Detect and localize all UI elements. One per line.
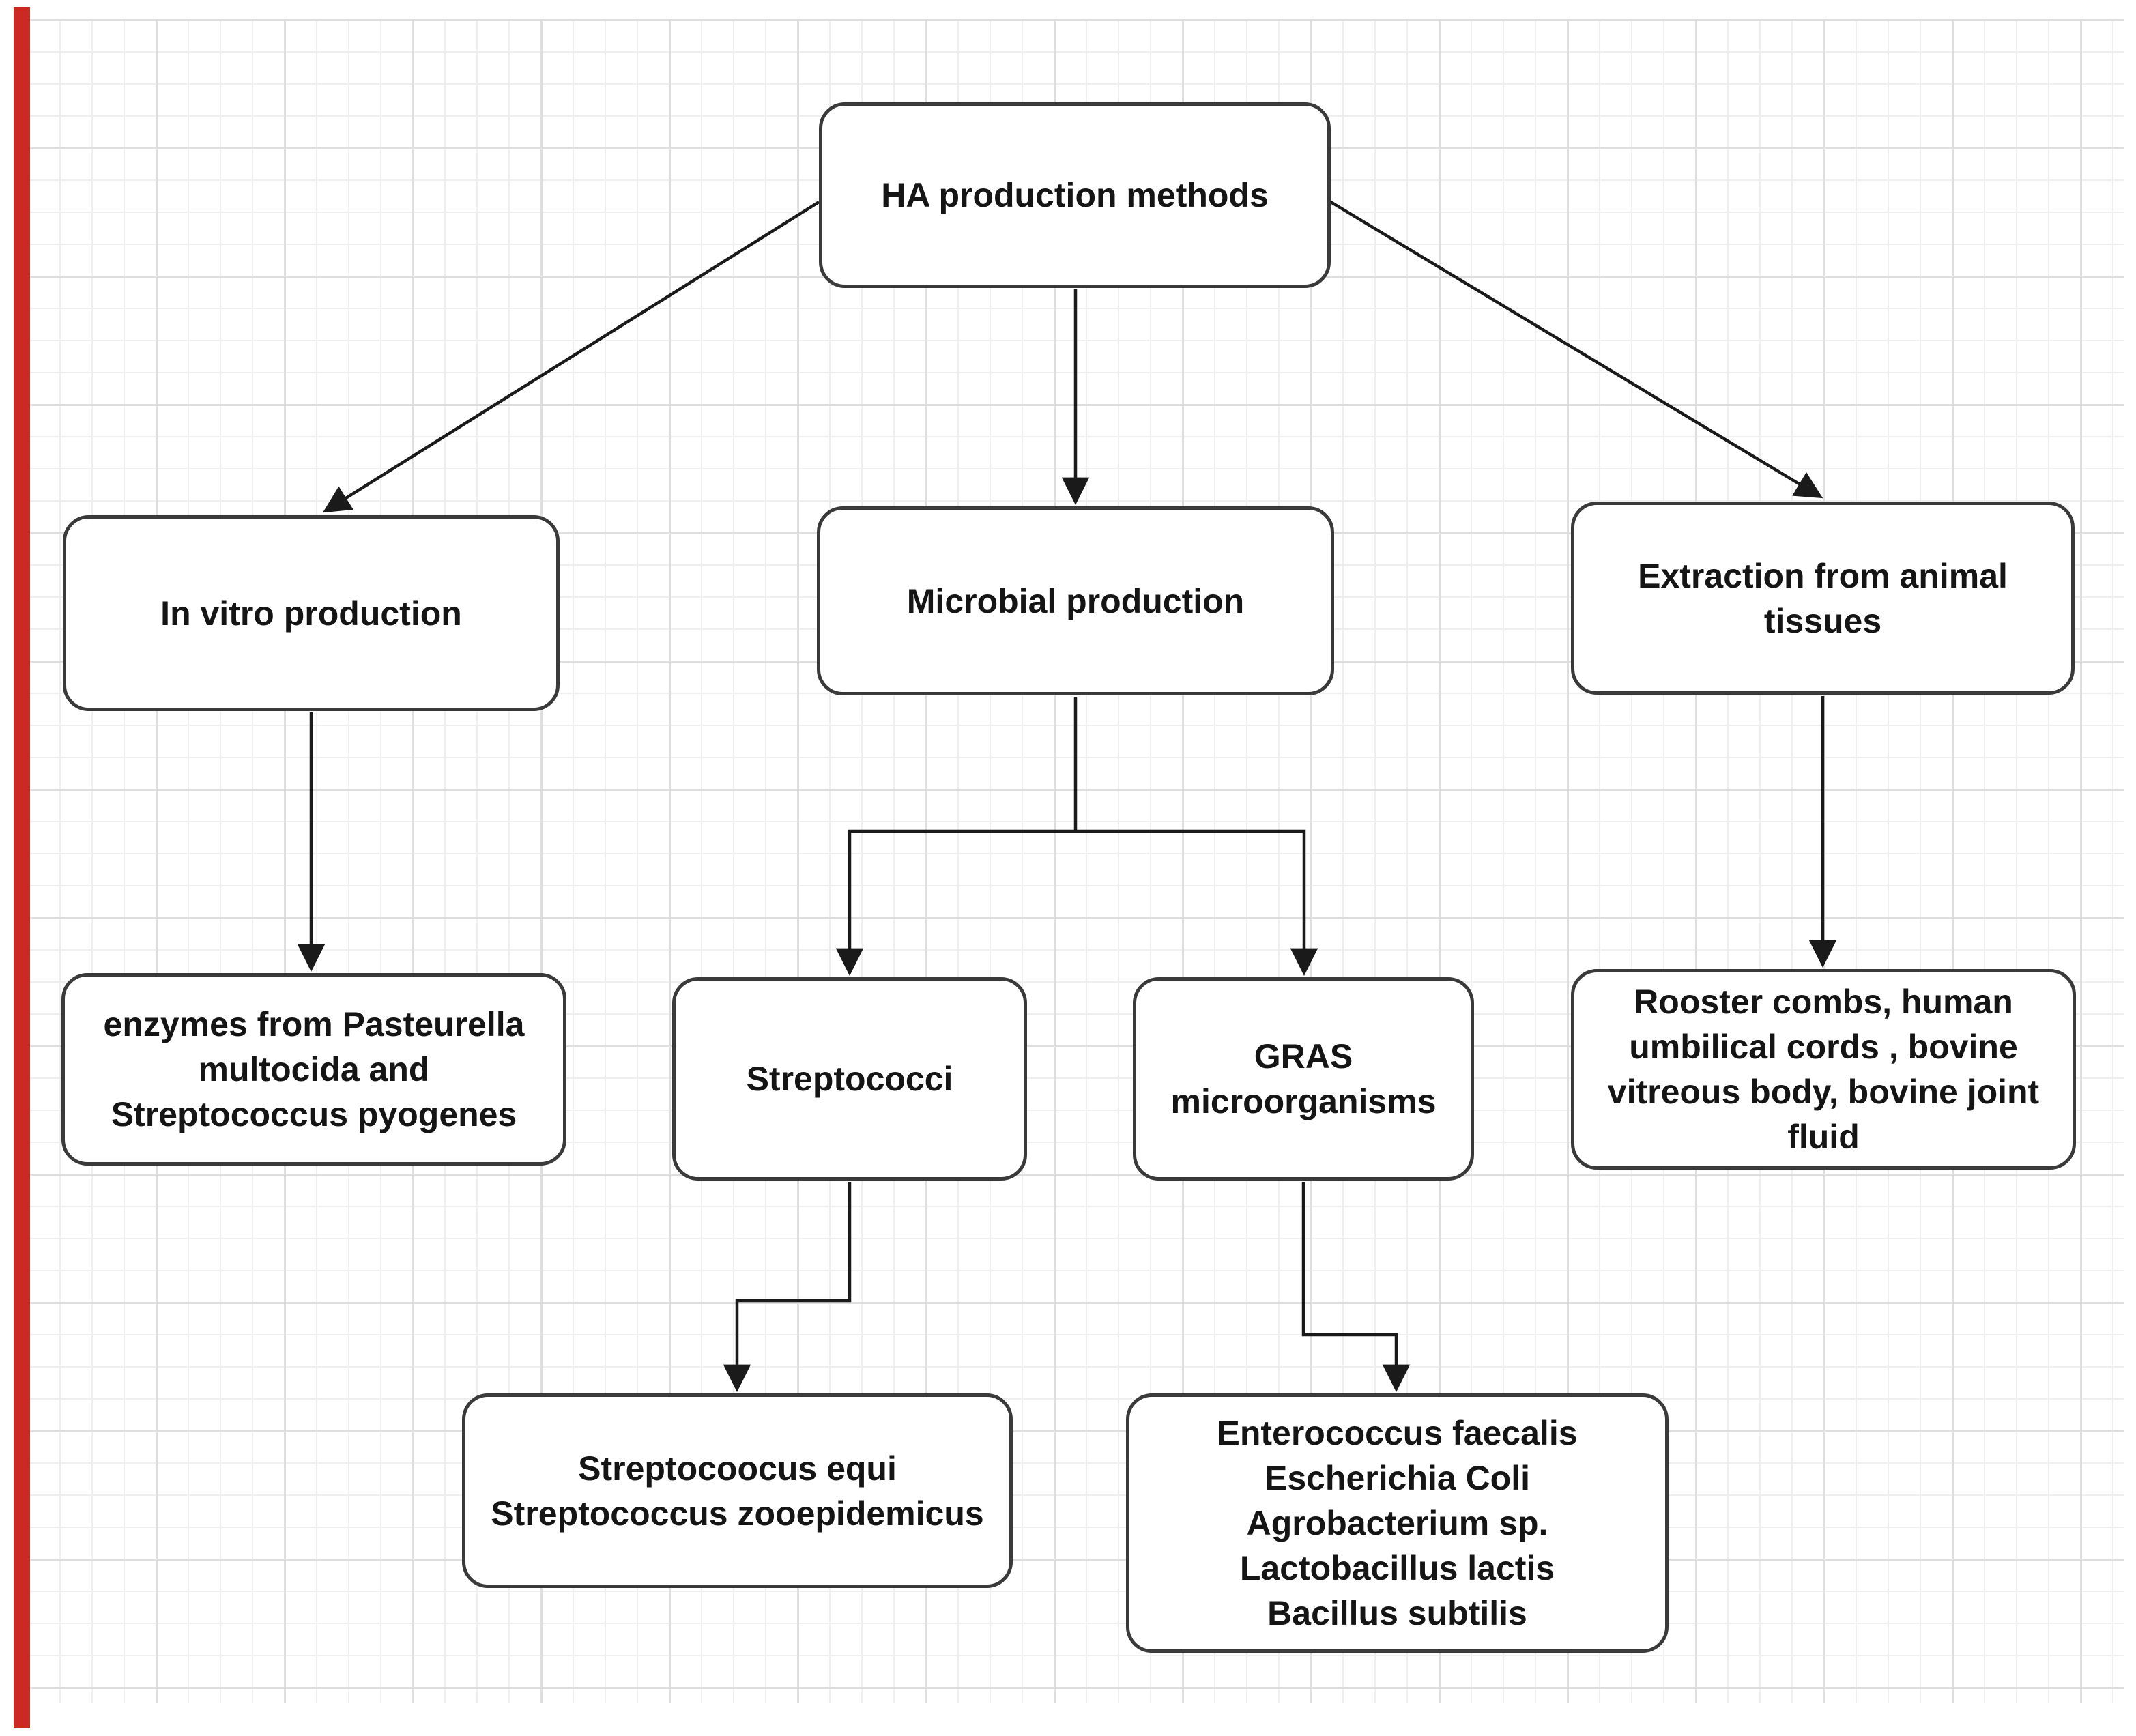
edge-microbial-streptococci: [835, 829, 1076, 976]
node-ha-production-methods: HA production methods: [819, 102, 1331, 288]
node-label: Microbial production: [906, 581, 1245, 620]
node-rooster-combs-sources: Rooster combs, human umbilical cords , b…: [1571, 969, 2076, 1170]
node-label: Rooster combs, human umbilical cords , b…: [1607, 983, 2040, 1156]
node-gras-microorganisms: GRAS microorganisms: [1133, 977, 1474, 1181]
node-label: Streptococci: [746, 1060, 953, 1098]
red-margin-strip: [14, 7, 30, 1728]
node-label: enzymes from Pasteurella multocida and S…: [103, 1005, 525, 1133]
node-label: Extraction from animal tissues: [1638, 556, 2008, 640]
node-label: HA production methods: [881, 176, 1269, 214]
node-label: In vitro production: [160, 594, 462, 633]
node-label: GRAS microorganisms: [1170, 1037, 1437, 1120]
edge-streptococci-species: [723, 1182, 852, 1393]
edge-microbial-gras: [1076, 829, 1318, 976]
node-extraction-from-animal-tissues: Extraction from animal tissues: [1571, 502, 2075, 695]
node-microbial-production: Microbial production: [817, 506, 1334, 695]
node-streptococcus-species: Streptocoocus equi Streptococcus zooepid…: [462, 1393, 1013, 1588]
node-label: Enterococcus faecalis Escherichia Coli A…: [1217, 1414, 1578, 1632]
edge-gras-list: [1301, 1182, 1411, 1393]
edge-root-invitro: [322, 201, 820, 513]
node-streptococci: Streptococci: [672, 977, 1027, 1181]
node-gras-species-list: Enterococcus faecalis Escherichia Coli A…: [1126, 1393, 1669, 1653]
node-label: Streptocoocus equi Streptococcus zooepid…: [491, 1449, 984, 1533]
node-in-vitro-production: In vitro production: [63, 515, 560, 711]
node-enzymes-pasteurella-streptococcus: enzymes from Pasteurella multocida and S…: [61, 973, 566, 1166]
edge-root-extraction: [1329, 201, 1823, 499]
